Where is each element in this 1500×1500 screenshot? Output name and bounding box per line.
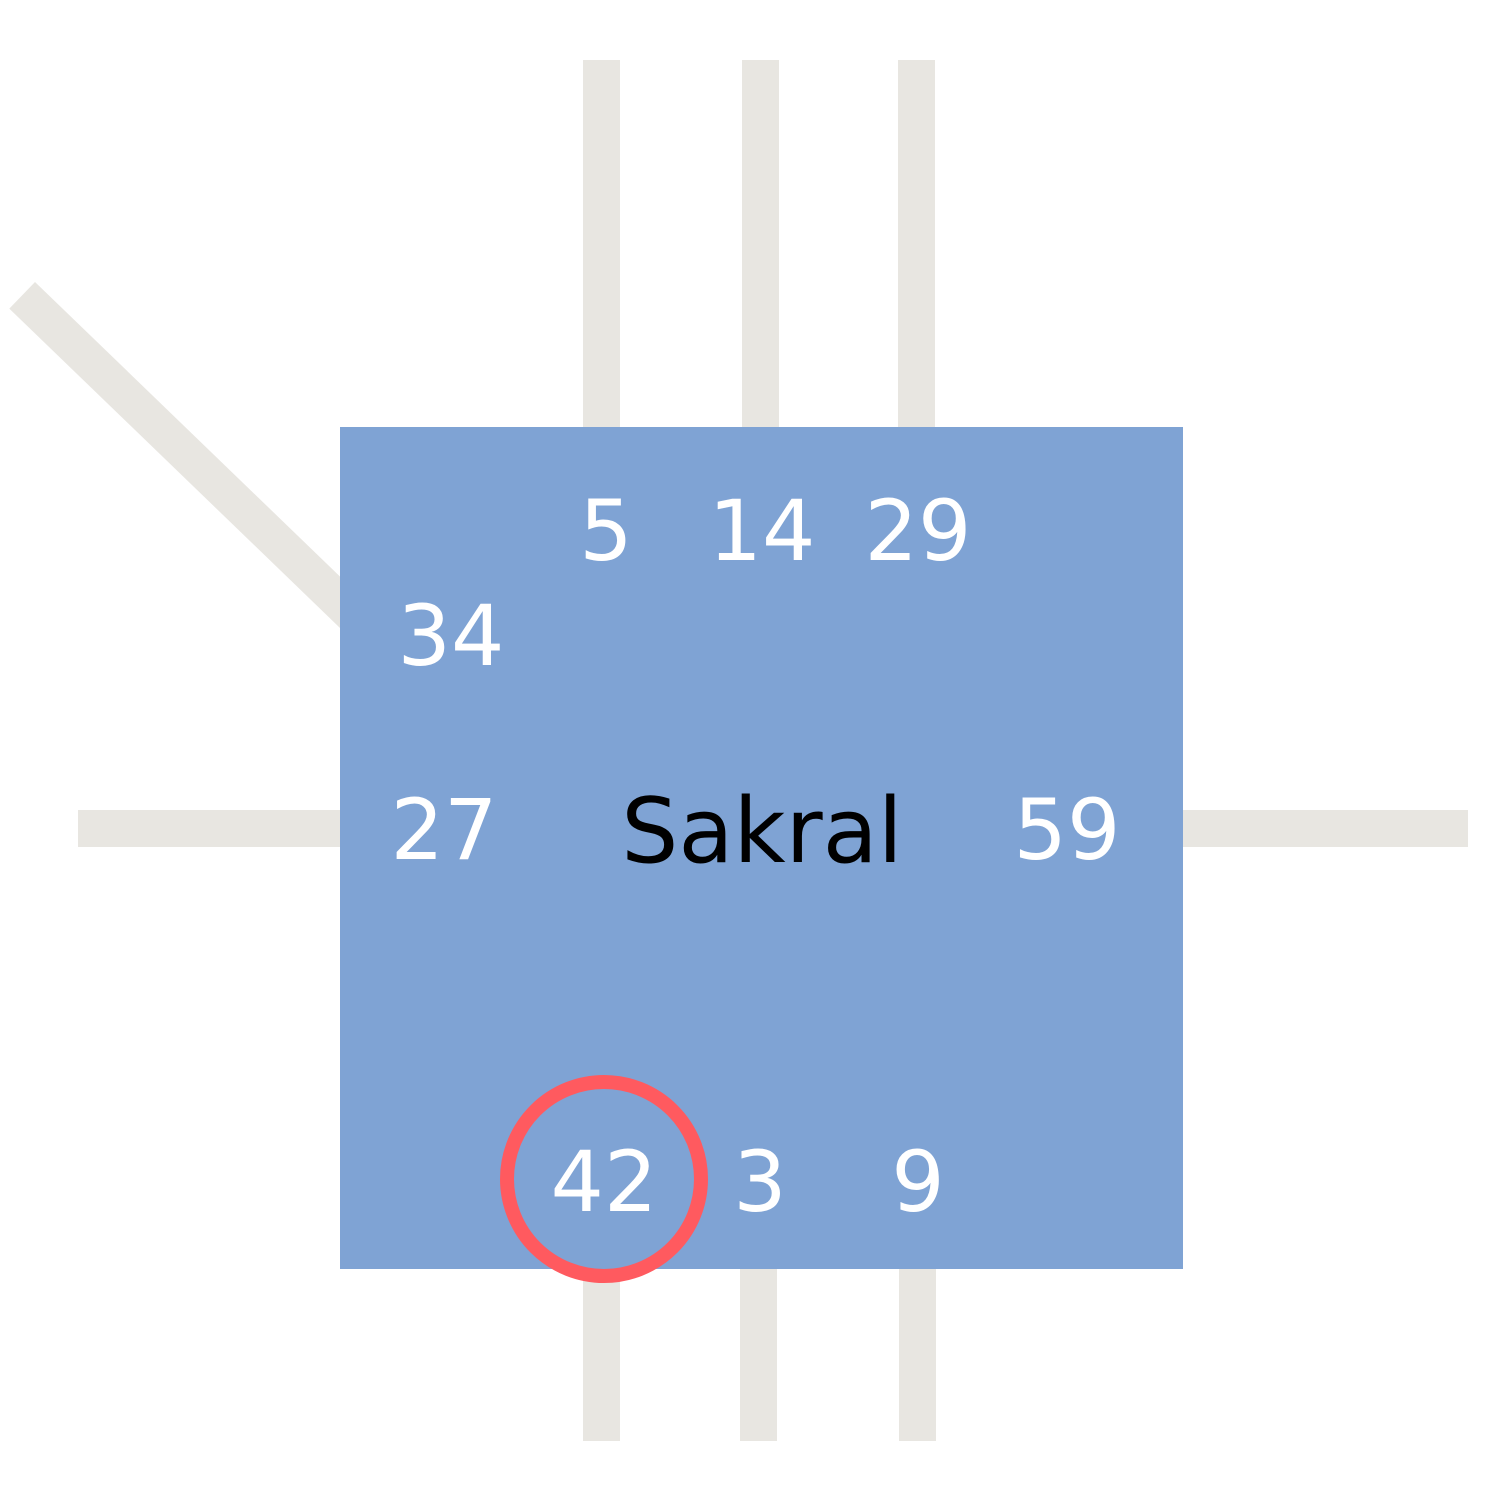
gate-29: 29 bbox=[864, 482, 972, 580]
channel-bottom-gate-3 bbox=[740, 1268, 777, 1441]
highlight-ring bbox=[500, 1075, 708, 1283]
channel-bottom-gate-42 bbox=[583, 1268, 620, 1441]
gate-59: 59 bbox=[1013, 781, 1121, 879]
channel-top-gate-14 bbox=[742, 60, 779, 430]
gate-14: 14 bbox=[708, 482, 816, 580]
channel-bottom-gate-9 bbox=[899, 1268, 936, 1441]
gate-3: 3 bbox=[733, 1133, 787, 1231]
gate-27: 27 bbox=[390, 781, 498, 879]
channel-right-gate-59 bbox=[1181, 810, 1468, 847]
gate-5: 5 bbox=[579, 482, 633, 580]
channel-left-gate-27 bbox=[78, 810, 342, 847]
gate-9: 9 bbox=[891, 1133, 945, 1231]
channel-top-gate-5 bbox=[583, 60, 620, 430]
sakral-center bbox=[340, 427, 1183, 1269]
channel-top-gate-29 bbox=[898, 60, 935, 430]
gate-34: 34 bbox=[397, 587, 505, 685]
center-title: Sakral bbox=[621, 779, 903, 884]
channel-diagonal-gate-34 bbox=[9, 282, 374, 636]
